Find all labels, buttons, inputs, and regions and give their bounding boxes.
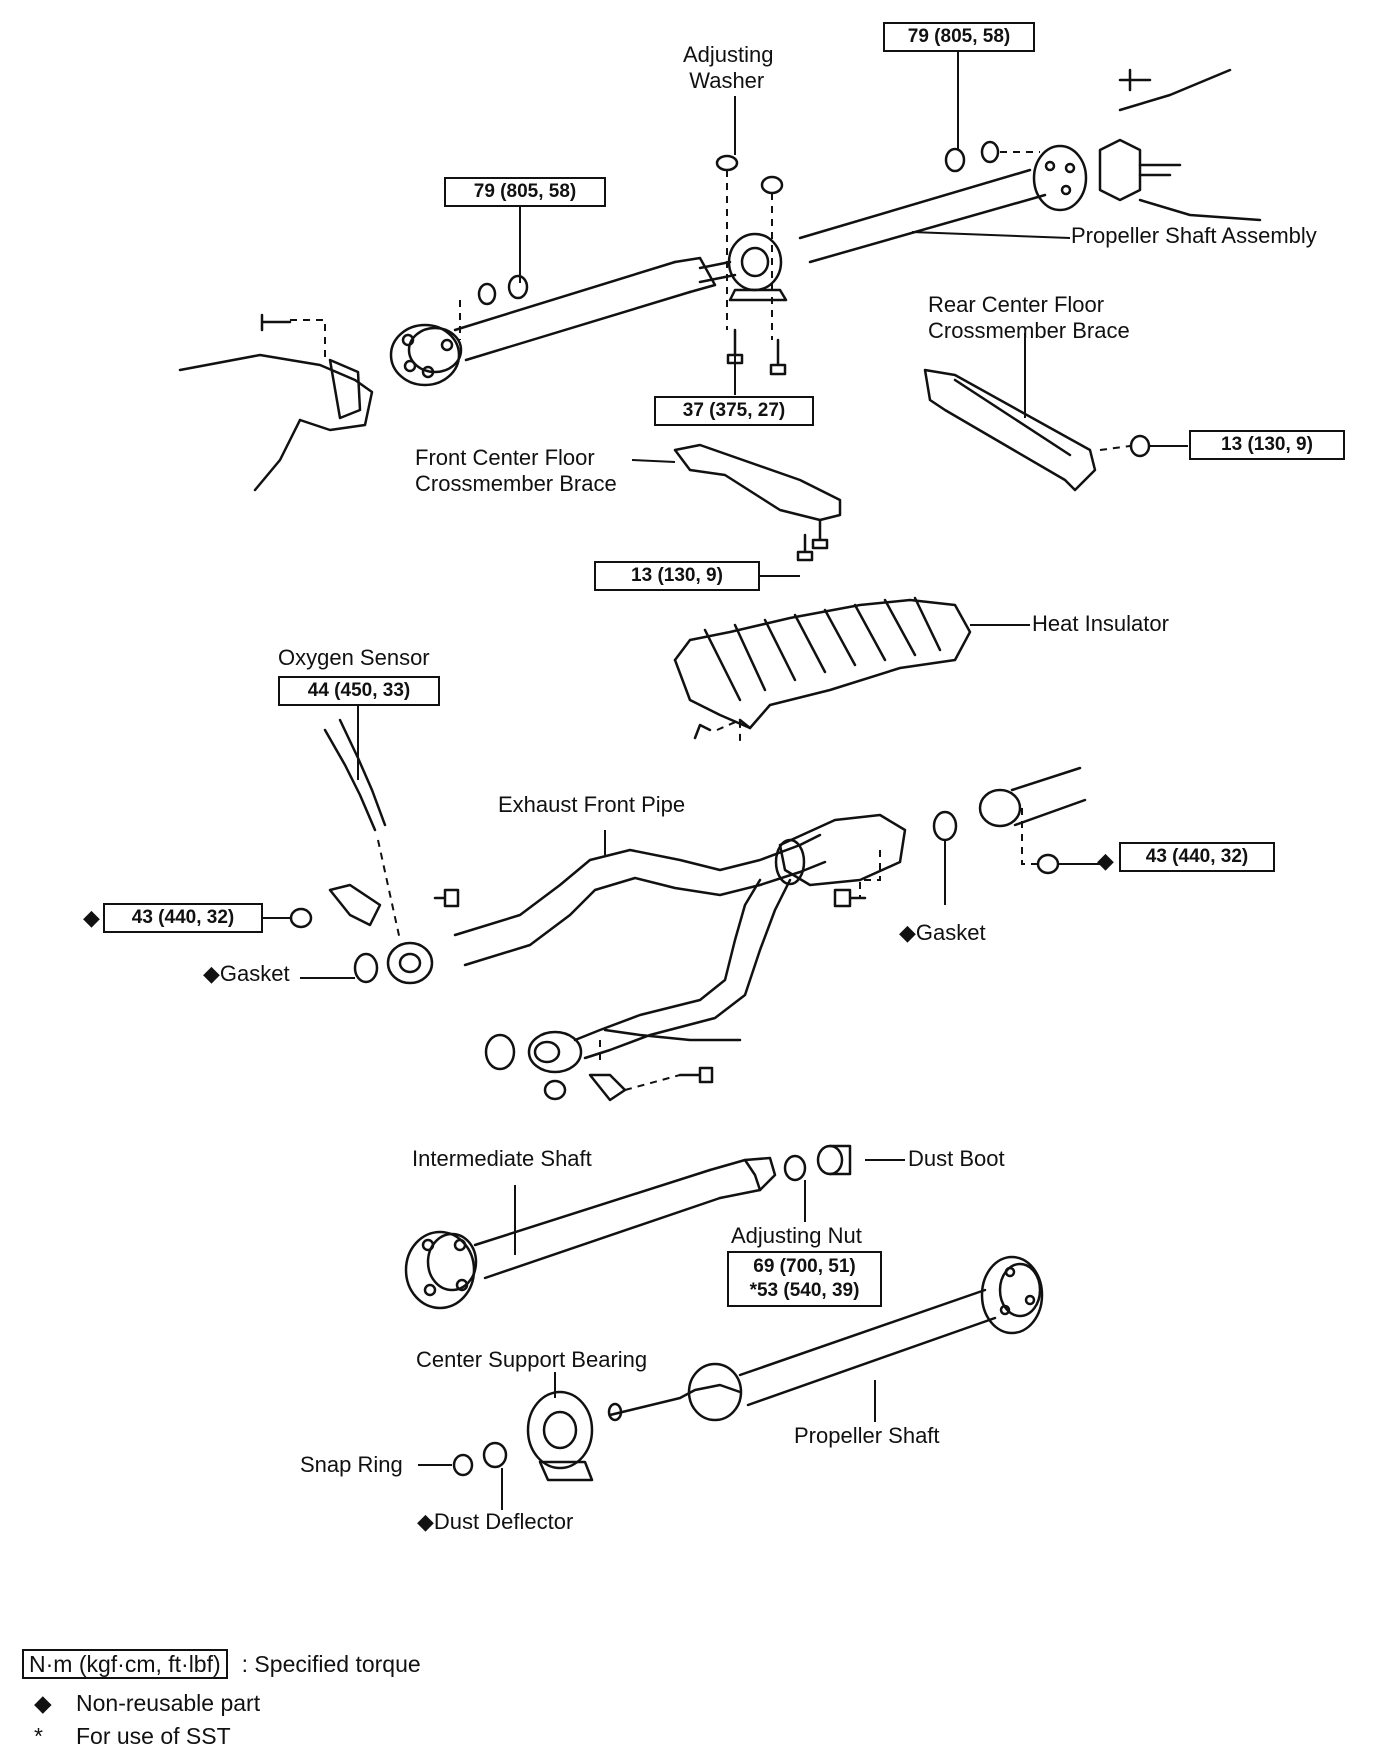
torque-adjusting-nut-line1: 69 (700, 51) [753,1256,856,1277]
label-gasket-right: ◆Gasket [899,920,986,946]
center-support-bearing-drawing [452,1390,594,1482]
label-intermediate-shaft: Intermediate Shaft [412,1146,592,1171]
non-reusable-icon: ◆ [417,1509,434,1534]
label-propeller-shaft: Propeller Shaft [794,1423,940,1448]
legend-torque-desc: : Specified torque [241,1651,421,1677]
torque-rear-brace: 13 (130, 9) [1189,430,1345,460]
label-center-support-bearing: Center Support Bearing [416,1347,648,1372]
label-rear-brace-line1: Rear Center Floor [928,292,1105,317]
legend-torque: N·m (kgf·cm, ft·lbf) : Specified torque [22,1649,421,1679]
label-gasket-left: ◆Gasket [203,961,290,987]
front-brace-drawing [673,443,842,522]
label-adjusting-nut: Adjusting Nut [731,1223,862,1248]
label-snap-ring: Snap Ring [300,1452,403,1477]
label-gasket-left-text: Gasket [219,961,290,986]
label-propeller-shaft-assembly: Propeller Shaft Assembly [1071,223,1317,248]
non-reusable-icon: ◆ [1097,848,1114,873]
torque-front-pipe-right: 43 (440, 32) [1119,842,1275,872]
label-oxygen-sensor: Oxygen Sensor [278,645,430,670]
non-reusable-icon: ◆ [899,920,916,945]
propeller-shaft-assembly-drawing [178,68,1262,492]
label-gasket-right-text: Gasket [915,920,986,945]
label-adjusting-washer-line2: Washer [689,68,765,93]
rear-brace-drawing [923,368,1097,492]
torque-front-brace: 13 (130, 9) [594,561,760,591]
heat-insulator-drawing [673,596,972,740]
legend-torque-unit: N·m (kgf·cm, ft·lbf) [22,1649,228,1679]
label-front-brace-line1: Front Center Floor [415,445,595,470]
non-reusable-icon: ◆ [83,905,100,930]
torque-oxygen-sensor: 44 (450, 33) [278,676,440,706]
label-adjusting-washer-line1: Adjusting [683,42,774,67]
legend-sst: * For use of SST [22,1722,231,1750]
sst-asterisk-icon: * [34,1723,43,1749]
legend-sst-text: For use of SST [76,1723,231,1749]
torque-front-pipe-left: 43 (440, 32) [103,903,263,933]
propeller-shaft-drawing [607,1255,1044,1422]
torque-rear-flange: 79 (805, 58) [883,22,1035,52]
torque-center-bearing: 37 (375, 27) [654,396,814,426]
label-front-brace-line2: Crossmember Brace [415,471,617,496]
legend-non-reusable-text: Non-reusable part [76,1690,261,1716]
label-rear-brace-line2: Crossmember Brace [928,318,1130,343]
legend-non-reusable: ◆ Non-reusable part [22,1689,260,1717]
intermediate-shaft-drawing [404,1144,852,1310]
non-reusable-icon: ◆ [203,961,220,986]
label-dust-deflector-text: Dust Deflector [433,1509,574,1534]
label-rear-center-floor-brace: Rear Center Floor Crossmember Brace [928,292,1130,344]
torque-adjusting-nut: 69 (700, 51) *53 (540, 39) [727,1251,882,1307]
label-exhaust-front-pipe: Exhaust Front Pipe [498,792,686,817]
label-adjusting-washer: Adjusting Washer [683,42,774,94]
torque-adjusting-nut-line2: *53 (540, 39) [749,1280,860,1301]
torque-front-flange: 79 (805, 58) [444,177,606,207]
label-heat-insulator: Heat Insulator [1032,611,1169,636]
exhaust-front-pipe-drawing [289,718,1087,1102]
label-front-center-floor-brace: Front Center Floor Crossmember Brace [415,445,617,497]
non-reusable-icon: ◆ [34,1690,52,1716]
label-dust-deflector: ◆Dust Deflector [417,1509,573,1535]
label-dust-boot: Dust Boot [908,1146,1005,1171]
